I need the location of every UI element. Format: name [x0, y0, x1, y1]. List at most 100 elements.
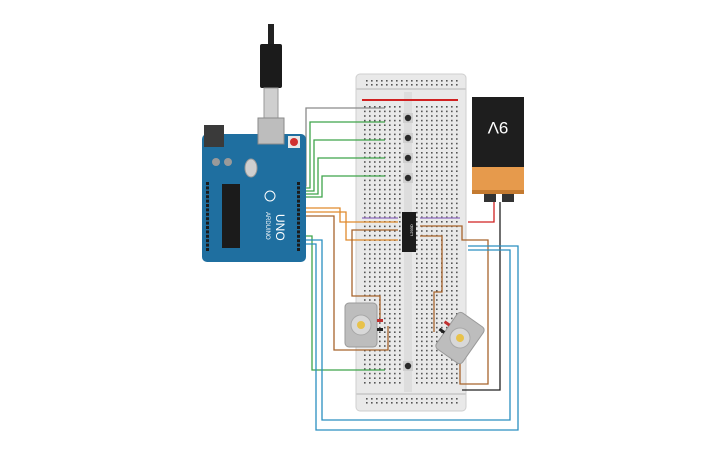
breadboard-hole: [451, 280, 453, 283]
breadboard-hole: [379, 285, 381, 287]
breadboard-hole: [451, 147, 453, 149]
breadboard-hole: [374, 129, 376, 131]
breadboard-hole: [446, 115, 448, 117]
usb-plug-body: [260, 44, 282, 88]
breadboard-hole: [431, 313, 433, 315]
breadboard-hole: [441, 184, 443, 186]
breadboard-hole: [399, 253, 401, 255]
breadboard-hole: [389, 207, 391, 209]
breadboard-hole: [384, 142, 386, 145]
breadboard-hole: [441, 80, 443, 82]
breadboard-hole: [369, 198, 371, 200]
pushbutton-cap[interactable]: [404, 174, 412, 182]
breadboard-hole: [374, 188, 376, 191]
breadboard-hole: [456, 147, 458, 149]
breadboard-hole: [421, 322, 423, 324]
breadboard-hole: [421, 271, 423, 274]
wire-brown-motor-left-1: [300, 215, 389, 351]
breadboard-hole: [399, 359, 401, 361]
breadboard-hole: [446, 184, 448, 186]
pushbutton-4[interactable]: [403, 173, 413, 183]
breadboard-hole: [431, 299, 433, 301]
breadboard-hole: [456, 363, 458, 366]
breadboard-hole: [436, 110, 438, 113]
breadboard-hole: [384, 267, 386, 269]
breadboard-hole: [374, 230, 376, 232]
breadboard-hole: [369, 225, 371, 228]
breadboard-hole: [374, 106, 376, 108]
breadboard-hole: [369, 202, 371, 205]
pushbutton-1[interactable]: [403, 113, 413, 123]
breadboard-hole: [421, 368, 423, 370]
breadboard-hole: [374, 276, 376, 278]
breadboard-hole: [374, 372, 376, 375]
breadboard-hole: [384, 253, 386, 255]
pushbutton-cap[interactable]: [404, 134, 412, 142]
breadboard-hole: [384, 317, 386, 320]
breadboard-hole: [386, 398, 388, 400]
breadboard-hole: [446, 179, 448, 182]
breadboard-hole: [379, 382, 381, 384]
breadboard-hole: [394, 363, 396, 366]
breadboard-hole: [456, 294, 458, 297]
breadboard-hole: [366, 398, 368, 400]
breadboard-hole: [441, 359, 443, 361]
breadboard-hole: [426, 142, 428, 145]
breadboard-hole: [436, 285, 438, 287]
breadboard-hole: [416, 142, 418, 145]
breadboard-hole: [451, 317, 453, 320]
breadboard-hole: [389, 193, 391, 195]
breadboard-hole: [394, 248, 396, 251]
breadboard-hole: [384, 124, 386, 126]
breadboard-hole: [441, 142, 443, 145]
breadboard-hole: [451, 179, 453, 182]
breadboard-hole: [456, 84, 458, 86]
pushbutton-5[interactable]: [403, 361, 413, 371]
breadboard-hole: [374, 285, 376, 287]
breadboard-hole: [426, 322, 428, 324]
breadboard-hole: [389, 303, 391, 306]
breadboard-hole: [416, 129, 418, 131]
breadboard-hole: [394, 253, 396, 255]
pushbutton-3[interactable]: [403, 153, 413, 163]
breadboard-hole: [421, 202, 423, 205]
breadboard-hole: [399, 276, 401, 278]
breadboard-hole: [391, 80, 393, 82]
pushbutton-cap[interactable]: [404, 154, 412, 162]
breadboard-hole: [436, 115, 438, 117]
breadboard-hole: [384, 308, 386, 310]
pushbutton-cap[interactable]: [404, 362, 412, 370]
breadboard-hole: [446, 294, 448, 297]
breadboard-hole: [389, 290, 391, 292]
breadboard-hole: [364, 207, 366, 209]
pushbutton-cap[interactable]: [404, 114, 412, 122]
breadboard-hole: [379, 165, 381, 168]
breadboard-hole: [369, 372, 371, 375]
breadboard-hole: [456, 124, 458, 126]
breadboard-hole: [456, 156, 458, 159]
breadboard-hole: [421, 363, 423, 366]
breadboard-hole: [431, 147, 433, 149]
breadboard-hole: [446, 152, 448, 154]
breadboard-hole: [421, 80, 423, 82]
breadboard-hole: [389, 244, 391, 246]
arduino-header-pin: [297, 199, 300, 203]
arduino-reset-button[interactable]: [290, 138, 298, 146]
breadboard-hole: [446, 188, 448, 191]
motor-left-shaft: [357, 321, 365, 329]
breadboard-hole: [431, 294, 433, 297]
pushbutton-2[interactable]: [403, 133, 413, 143]
breadboard-hole: [364, 202, 366, 205]
breadboard-hole: [369, 354, 371, 356]
breadboard-hole: [421, 106, 423, 108]
breadboard-hole: [374, 138, 376, 140]
breadboard-hole: [381, 402, 383, 404]
arduino-header-pin: [297, 221, 300, 225]
breadboard-hole: [421, 230, 423, 232]
breadboard-hole: [421, 165, 423, 168]
breadboard-hole: [446, 165, 448, 168]
breadboard-hole: [384, 165, 386, 168]
breadboard-hole: [369, 161, 371, 163]
breadboard-hole: [426, 119, 428, 122]
breadboard-hole: [436, 313, 438, 315]
